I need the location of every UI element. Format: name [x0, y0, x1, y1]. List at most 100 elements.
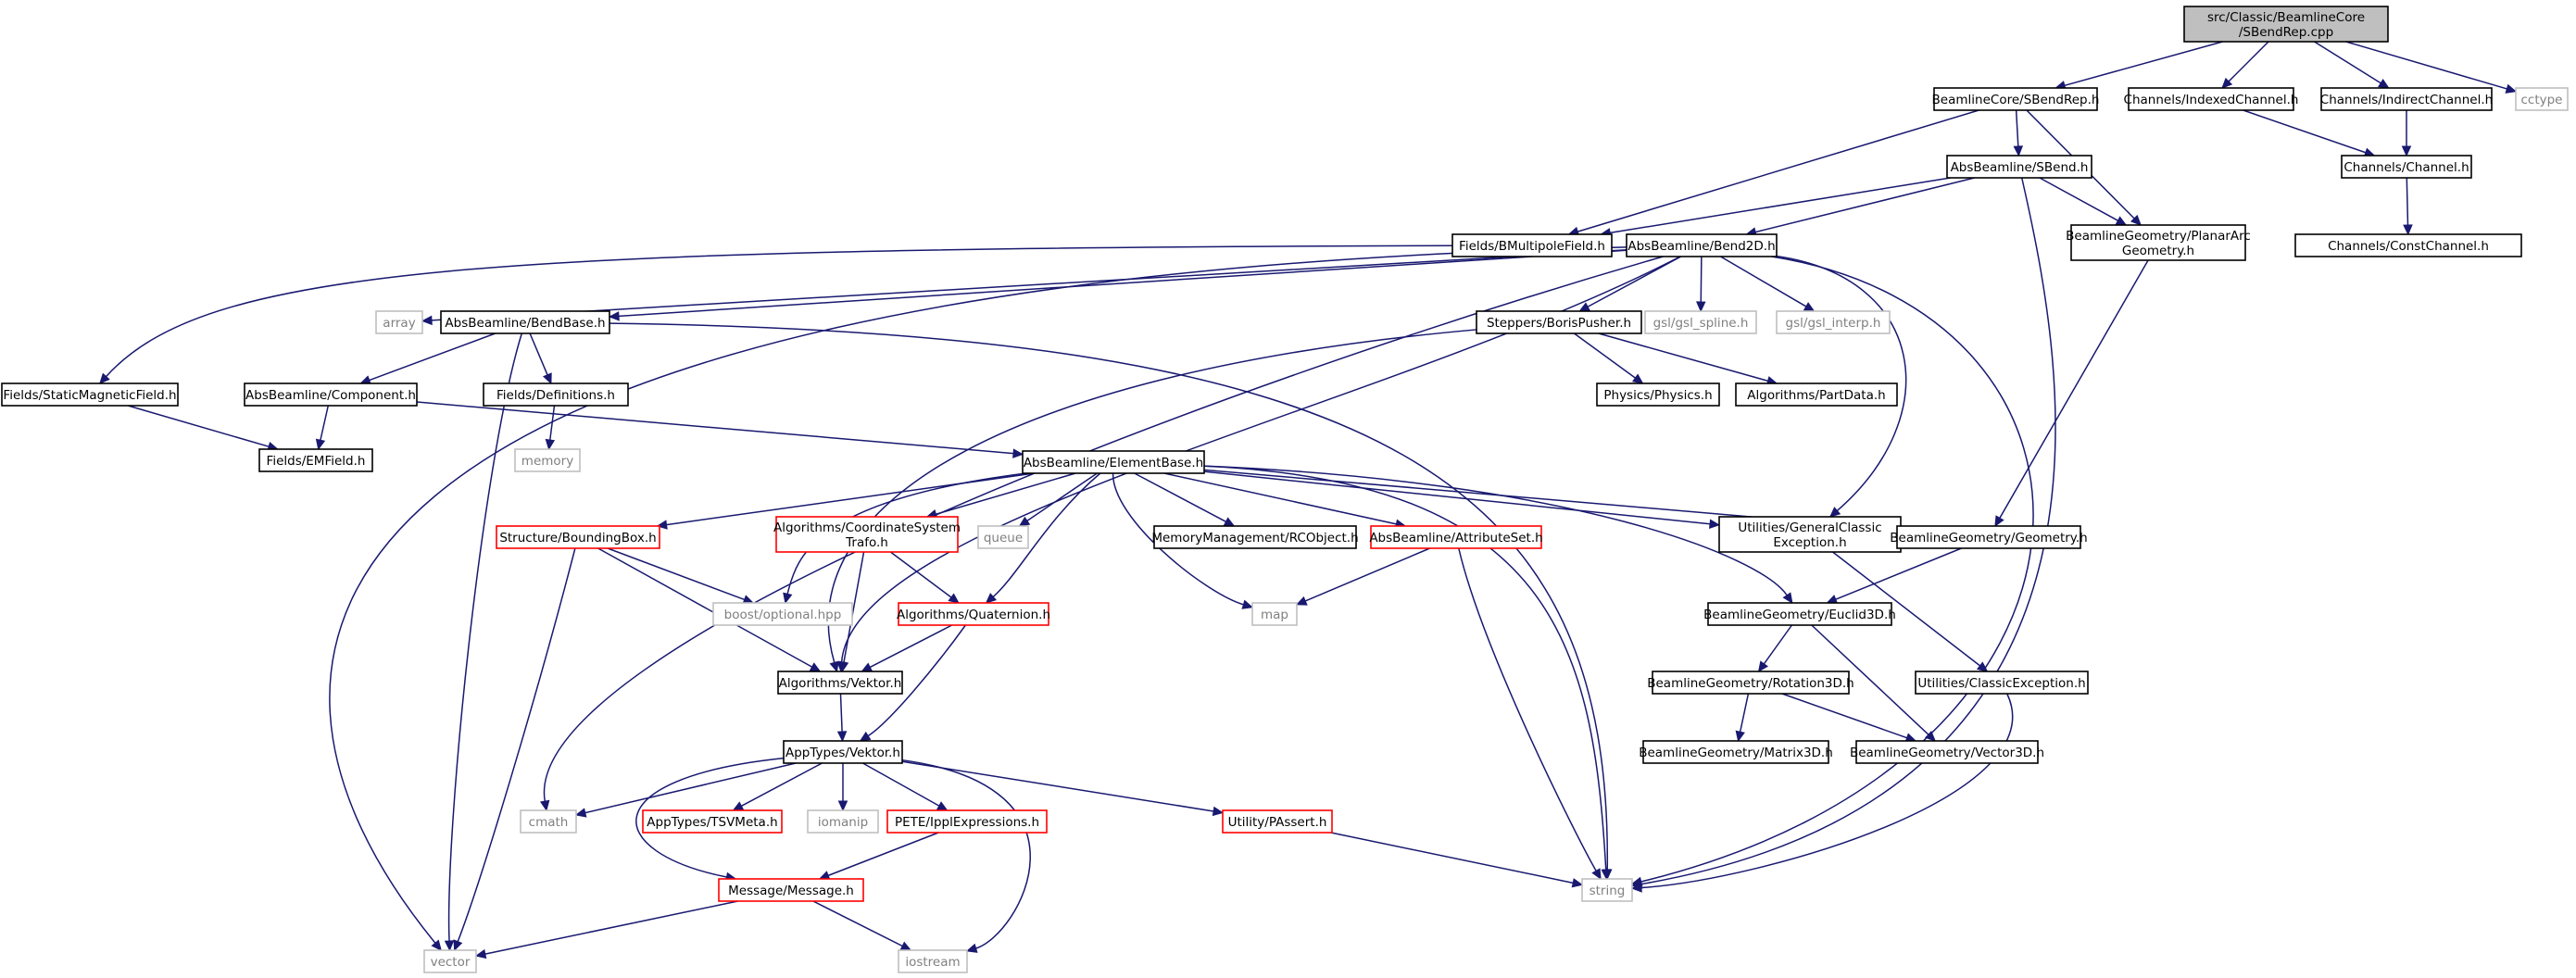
- node-borispusher[interactable]: Steppers/BorisPusher.h: [1476, 310, 1642, 334]
- node-rcobject[interactable]: MemoryManagement/RCObject.h: [1151, 525, 1359, 549]
- node-vector3d[interactable]: BeamlineGeometry/Vector3D.h: [1850, 740, 2044, 764]
- node-boundingbox[interactable]: Structure/BoundingBox.h: [496, 525, 660, 549]
- node-label: gsl/gsl_spline.h: [1653, 316, 1749, 331]
- node-elementbase[interactable]: AbsBeamline/ElementBase.h: [1022, 450, 1205, 474]
- node-box: [514, 448, 581, 472]
- node-label: AppTypes/TSVMeta.h: [647, 815, 777, 830]
- node-iomanip[interactable]: iomanip: [807, 809, 879, 834]
- node-ipplexpr[interactable]: PETE/IpplExpressions.h: [886, 809, 1048, 834]
- edge-attributeset-to-map: [1295, 547, 1430, 606]
- node-partdata[interactable]: Algorithms/PartData.h: [1735, 382, 1898, 407]
- edge-elementbase-to-boundingbox: [656, 472, 1035, 530]
- node-vektor-alg[interactable]: Algorithms/Vektor.h: [777, 671, 903, 695]
- arrowhead: [1571, 878, 1584, 888]
- edge-quaternion-to-apptypes_vektor: [859, 624, 966, 742]
- node-euclid3d[interactable]: BeamlineGeometry/Euclid3D.h: [1703, 602, 1896, 626]
- node-tsvmeta[interactable]: AppTypes/TSVMeta.h: [642, 809, 783, 834]
- node-box: [1933, 87, 2098, 111]
- node-label: Algorithms/Vektor.h: [779, 676, 902, 691]
- node-optional[interactable]: boost/optional.hpp: [712, 602, 853, 626]
- node-cctype[interactable]: cctype: [2515, 87, 2569, 111]
- arrowhead: [838, 660, 849, 673]
- node-vector[interactable]: vector: [423, 949, 477, 973]
- node-constchannel[interactable]: Channels/ConstChannel.h: [2294, 233, 2522, 257]
- node-label: Fields/StaticMagneticField.h: [3, 388, 176, 403]
- arrowhead: [474, 948, 487, 959]
- node-passert[interactable]: Utility/PAssert.h: [1222, 809, 1333, 834]
- node-label: MemoryManagement/RCObject.h: [1151, 531, 1358, 545]
- node-indexedchannel[interactable]: Channels/IndexedChannel.h: [2124, 87, 2299, 111]
- arrowhead: [1709, 519, 1721, 529]
- arrowhead: [99, 372, 110, 384]
- edge-borispusher-to-partdata: [1598, 332, 1778, 386]
- node-map[interactable]: map: [1251, 602, 1298, 626]
- node-box: [2341, 155, 2472, 179]
- node-box: [898, 602, 1049, 626]
- node-box: [1222, 809, 1333, 834]
- node-attributeset[interactable]: AbsBeamline/AttributeSet.h: [1369, 525, 1543, 549]
- node-gsl-spline[interactable]: gsl/gsl_spline.h: [1644, 310, 1757, 334]
- node-label: src/Classic/BeamlineCore: [2207, 10, 2365, 25]
- arrowhead: [542, 372, 552, 385]
- node-queue[interactable]: queue: [977, 525, 1029, 549]
- node-label: boost/optional.hpp: [724, 608, 842, 622]
- arrowhead: [539, 799, 550, 812]
- node-label: Channels/ConstChannel.h: [2328, 239, 2489, 254]
- arrowhead: [985, 593, 998, 604]
- edge-bend2d-to-generalclassic: [1776, 255, 1907, 518]
- node-cmath[interactable]: cmath: [520, 809, 577, 834]
- node-message[interactable]: Message/Message.h: [718, 878, 864, 902]
- node-sbendrep-h[interactable]: BeamlineCore/SBendRep.h: [1932, 87, 2100, 111]
- node-quaternion[interactable]: Algorithms/Quaternion.h: [897, 602, 1050, 626]
- node-box: [2128, 87, 2294, 111]
- node-physics[interactable]: Physics/Physics.h: [1596, 382, 1720, 407]
- node-indirectchannel[interactable]: Channels/IndirectChannel.h: [2320, 87, 2493, 111]
- arrowhead: [732, 801, 745, 811]
- node-array[interactable]: array: [375, 310, 423, 334]
- node-channel-h[interactable]: Channels/Channel.h: [2341, 155, 2472, 179]
- node-label: BeamlineGeometry/Rotation3D.h: [1647, 676, 1854, 691]
- node-box: [718, 878, 864, 902]
- node-memory[interactable]: memory: [514, 448, 581, 472]
- node-matrix3d[interactable]: BeamlineGeometry/Matrix3D.h: [1639, 740, 1833, 764]
- edge-bend2d-to-gsl_interp: [1720, 256, 1816, 312]
- node-definitions[interactable]: Fields/Definitions.h: [483, 382, 629, 407]
- edge-sbendrep_h-to-bmultipole: [1567, 109, 1979, 237]
- node-box: [496, 525, 660, 549]
- node-bendbase[interactable]: AbsBeamline/BendBase.h: [440, 310, 610, 334]
- edge-bend2d-to-string: [1630, 256, 2034, 887]
- edge-bendbase-to-component: [359, 332, 496, 385]
- arrowhead: [1295, 596, 1308, 606]
- node-label: Structure/BoundingBox.h: [499, 531, 656, 545]
- edge-geometry-to-euclid3d: [1826, 547, 1962, 604]
- arrowhead: [421, 315, 433, 326]
- node-emfield[interactable]: Fields/EMField.h: [258, 448, 373, 472]
- node-root[interactable]: src/Classic/BeamlineCore/SBendRep.cpp: [2183, 6, 2389, 43]
- node-string[interactable]: string: [1581, 878, 1633, 902]
- edge-bend2d-to-borispusher: [1578, 256, 1682, 312]
- node-bend2d[interactable]: AbsBeamline/Bend2D.h: [1626, 233, 1778, 257]
- node-box: [375, 310, 423, 334]
- edge-apptypes_vektor-to-iomanip: [837, 762, 848, 812]
- node-geometry[interactable]: BeamlineGeometry/Geometry.h: [1890, 525, 2088, 549]
- edge-root-to-sbendrep_h: [2055, 41, 2223, 91]
- edge-elementbase-to-coordsys: [925, 472, 1076, 520]
- node-rotation3d[interactable]: BeamlineGeometry/Rotation3D.h: [1647, 671, 1854, 695]
- node-staticmagnetic[interactable]: Fields/StaticMagneticField.h: [1, 382, 179, 407]
- arrowhead: [656, 520, 668, 530]
- arrowhead: [809, 662, 822, 672]
- node-box: [1370, 525, 1542, 549]
- node-gsl-interp[interactable]: gsl/gsl_interp.h: [1776, 310, 1891, 334]
- node-iostream[interactable]: iostream: [898, 949, 968, 973]
- node-label: map: [1261, 608, 1288, 622]
- node-apptypes-vektor[interactable]: AppTypes/Vektor.h: [783, 740, 903, 764]
- node-classicexc[interactable]: Utilities/ClassicException.h: [1915, 671, 2089, 695]
- arrowhead: [899, 941, 912, 951]
- node-label: queue: [984, 531, 1023, 545]
- node-bmultipole[interactable]: Fields/BMultipoleField.h: [1451, 233, 1613, 257]
- node-sbend-h[interactable]: AbsBeamline/SBend.h: [1946, 155, 2092, 179]
- node-component[interactable]: AbsBeamline/Component.h: [244, 382, 418, 407]
